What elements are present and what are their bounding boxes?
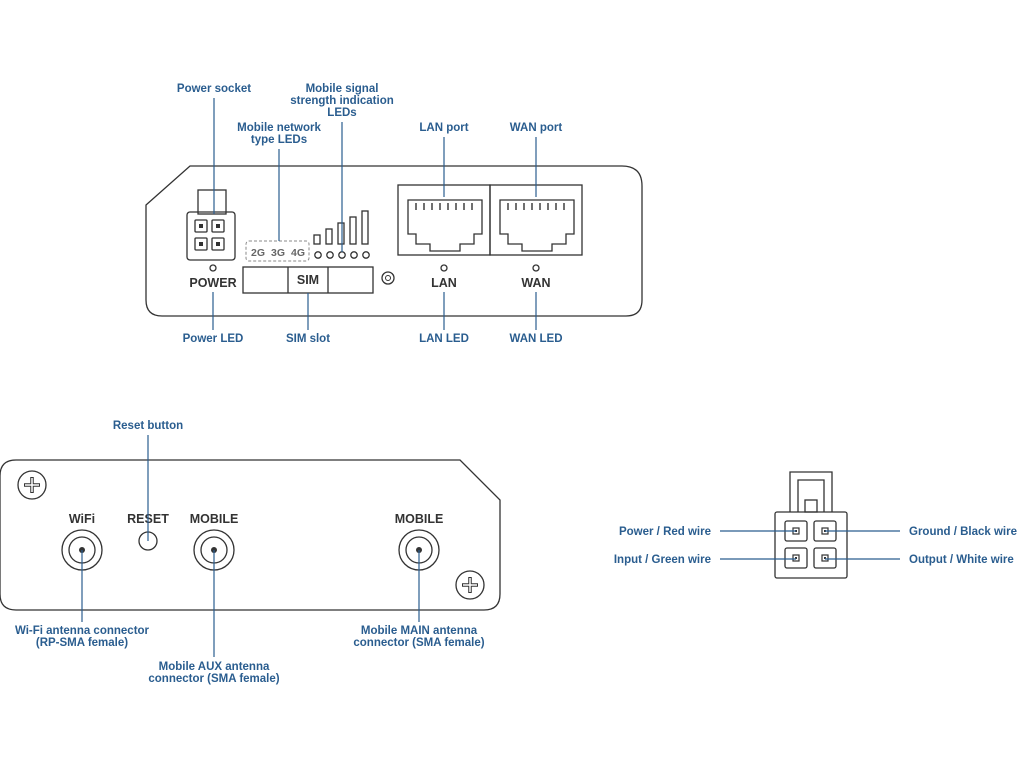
callout-mobile-signal-line1: Mobile signal bbox=[306, 83, 379, 95]
led-3g-label: 3G bbox=[271, 247, 285, 259]
power-connector-callouts: Power / Red wire Input / Green wire Grou… bbox=[614, 526, 1017, 566]
callout-wan-port: WAN port bbox=[510, 122, 563, 134]
mobile-main-label: MOBILE bbox=[395, 512, 444, 526]
callout-mobile-network-line1: Mobile network bbox=[237, 122, 321, 134]
callout-output-white-wire: Output / White wire bbox=[909, 554, 1014, 566]
mobile-aux-label: MOBILE bbox=[190, 512, 239, 526]
led-4g-label: 4G bbox=[291, 247, 305, 259]
led-2g-label: 2G bbox=[251, 247, 265, 259]
front-panel-callouts: Power socket Mobile signal strength indi… bbox=[177, 83, 563, 345]
front-panel-housing bbox=[145, 165, 643, 317]
input-pin bbox=[784, 547, 808, 569]
callout-wan-led: WAN LED bbox=[509, 333, 562, 345]
wan-port bbox=[489, 184, 583, 256]
callout-reset-button: Reset button bbox=[113, 420, 183, 432]
wan-led bbox=[532, 264, 540, 272]
callout-mobile-aux-line1: Mobile AUX antenna bbox=[159, 661, 270, 673]
callout-mobile-main-line2: connector (SMA female) bbox=[353, 637, 484, 649]
callout-ground-black-wire: Ground / Black wire bbox=[909, 526, 1017, 538]
callout-mobile-signal-line3: LEDs bbox=[327, 107, 356, 119]
lan-led bbox=[440, 264, 448, 272]
network-type-leds bbox=[314, 251, 334, 259]
callout-wifi-antenna-line2: (RP-SMA female) bbox=[36, 637, 128, 649]
output-pin bbox=[813, 547, 837, 569]
ground-screw bbox=[381, 271, 395, 285]
power-label: POWER bbox=[189, 276, 236, 290]
front-panel: POWER 2G 3G 4G SIM bbox=[145, 165, 643, 317]
callout-lan-led: LAN LED bbox=[419, 333, 469, 345]
callout-lan-port: LAN port bbox=[419, 122, 468, 134]
screw-top-left bbox=[17, 470, 47, 500]
callout-sim-slot: SIM slot bbox=[286, 333, 330, 345]
callout-power-led: Power LED bbox=[183, 333, 244, 345]
back-panel-callouts: Reset button Wi-Fi antenna connector (RP… bbox=[15, 420, 485, 685]
back-panel: WiFi RESET MOBILE MOBILE bbox=[0, 459, 501, 611]
power-led bbox=[209, 264, 217, 272]
back-panel-housing bbox=[0, 459, 501, 611]
callout-wifi-antenna-line1: Wi-Fi antenna connector bbox=[15, 625, 150, 637]
wifi-label: WiFi bbox=[69, 512, 95, 526]
callout-mobile-network-line2: type LEDs bbox=[251, 134, 307, 146]
signal-strength-leds bbox=[338, 251, 370, 259]
sim-label: SIM bbox=[297, 273, 319, 287]
callout-power-red-wire: Power / Red wire bbox=[619, 526, 711, 538]
power-connector bbox=[774, 471, 848, 579]
callout-mobile-aux-line2: connector (SMA female) bbox=[148, 673, 279, 685]
screw-bottom-right bbox=[455, 570, 485, 600]
callout-input-green-wire: Input / Green wire bbox=[614, 554, 711, 566]
callout-mobile-signal-line2: strength indication bbox=[290, 95, 394, 107]
power-socket bbox=[186, 189, 236, 261]
lan-label: LAN bbox=[431, 276, 457, 290]
signal-strength-bars bbox=[313, 210, 369, 245]
callout-power-socket: Power socket bbox=[177, 83, 251, 95]
wan-label: WAN bbox=[521, 276, 550, 290]
callout-mobile-main-line1: Mobile MAIN antenna bbox=[361, 625, 478, 637]
